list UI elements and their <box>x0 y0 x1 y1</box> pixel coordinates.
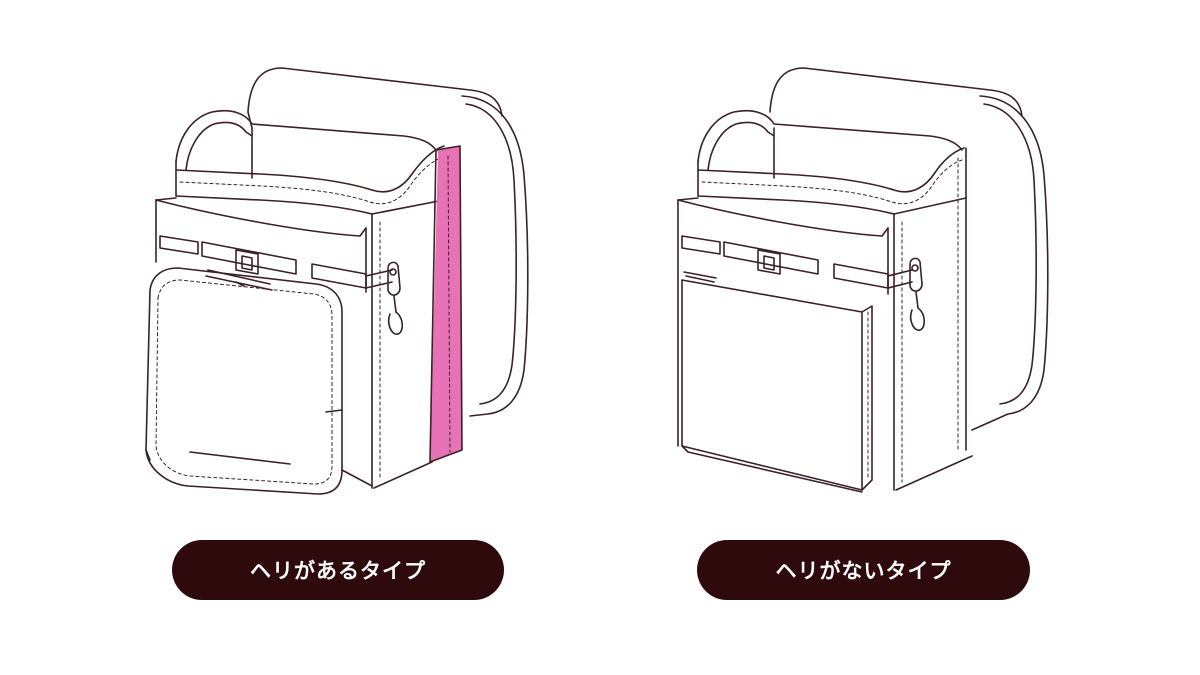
label-without-edge-type: ヘリがないタイプ <box>697 540 1030 600</box>
backpack-without-edge-illustration <box>600 0 1200 520</box>
edge-highlight <box>430 146 462 462</box>
backpack-with-edge-illustration <box>0 0 600 520</box>
label-without-edge-text: ヘリがないタイプ <box>775 559 952 583</box>
label-with-edge-text: ヘリがあるタイプ <box>250 559 426 583</box>
label-with-edge-type: ヘリがあるタイプ <box>172 540 504 600</box>
